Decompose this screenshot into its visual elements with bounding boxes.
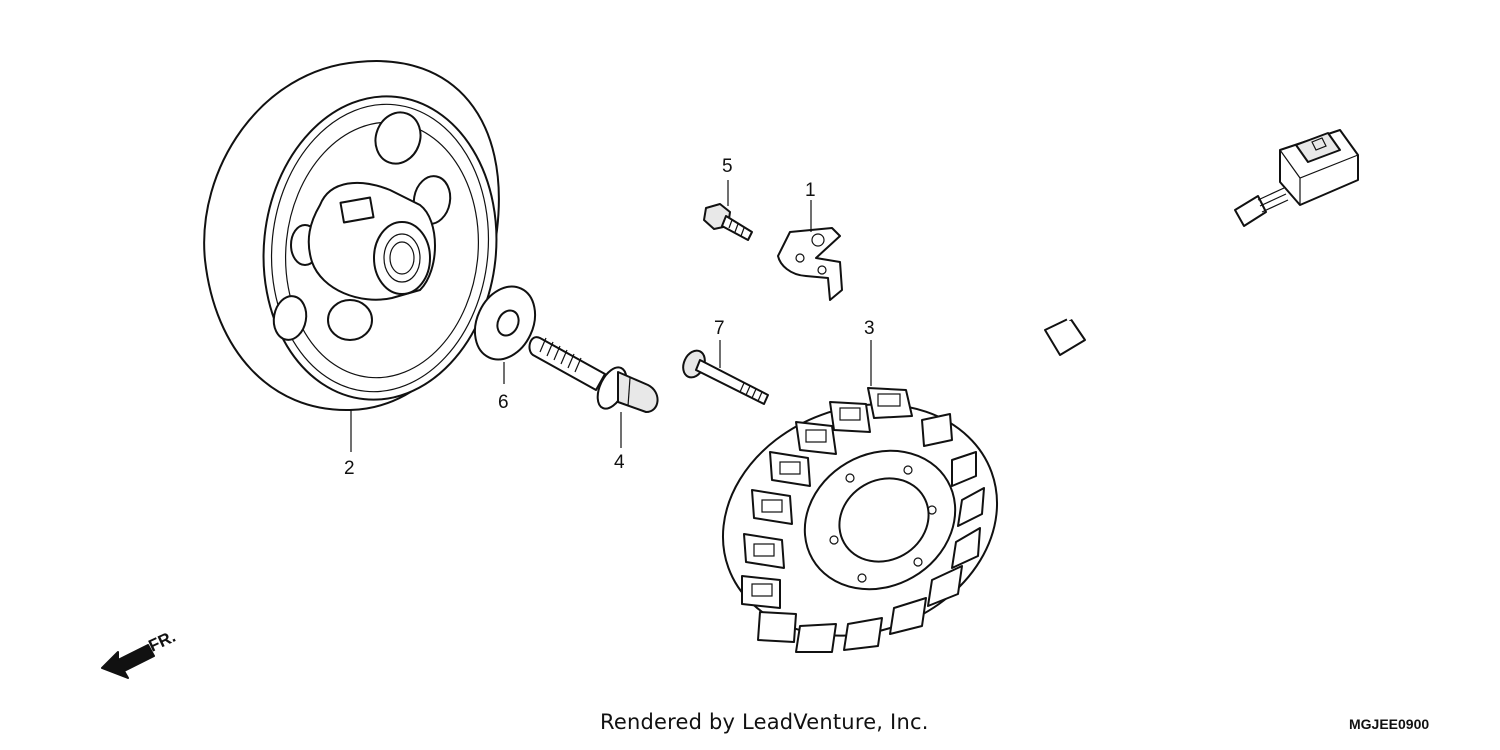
callout-6[interactable]: 6 [498, 392, 509, 413]
part-washer[interactable] [464, 277, 547, 370]
callouts: 1 2 3 4 5 6 7 [344, 156, 875, 479]
arrow-left-icon [101, 644, 155, 679]
callout-5[interactable]: 5 [722, 156, 733, 177]
front-direction-indicator: FR. [101, 627, 179, 679]
drawing-code: MGJEE0900 [1349, 716, 1430, 732]
callout-3[interactable]: 3 [864, 318, 875, 339]
part-flange-bolt[interactable] [528, 336, 659, 413]
part-flywheel[interactable] [203, 60, 511, 412]
part-small-bolt[interactable] [703, 203, 753, 241]
part-stator[interactable] [690, 129, 1359, 673]
callout-2[interactable]: 2 [344, 458, 355, 479]
leader-lines [350, 180, 872, 452]
part-clamp-bracket[interactable] [777, 227, 843, 301]
callout-7[interactable]: 7 [714, 318, 725, 339]
part-long-screw[interactable] [679, 347, 769, 405]
callout-4[interactable]: 4 [614, 452, 625, 473]
callout-1[interactable]: 1 [805, 180, 816, 201]
render-credit: Rendered by LeadVenture, Inc. [600, 710, 929, 734]
